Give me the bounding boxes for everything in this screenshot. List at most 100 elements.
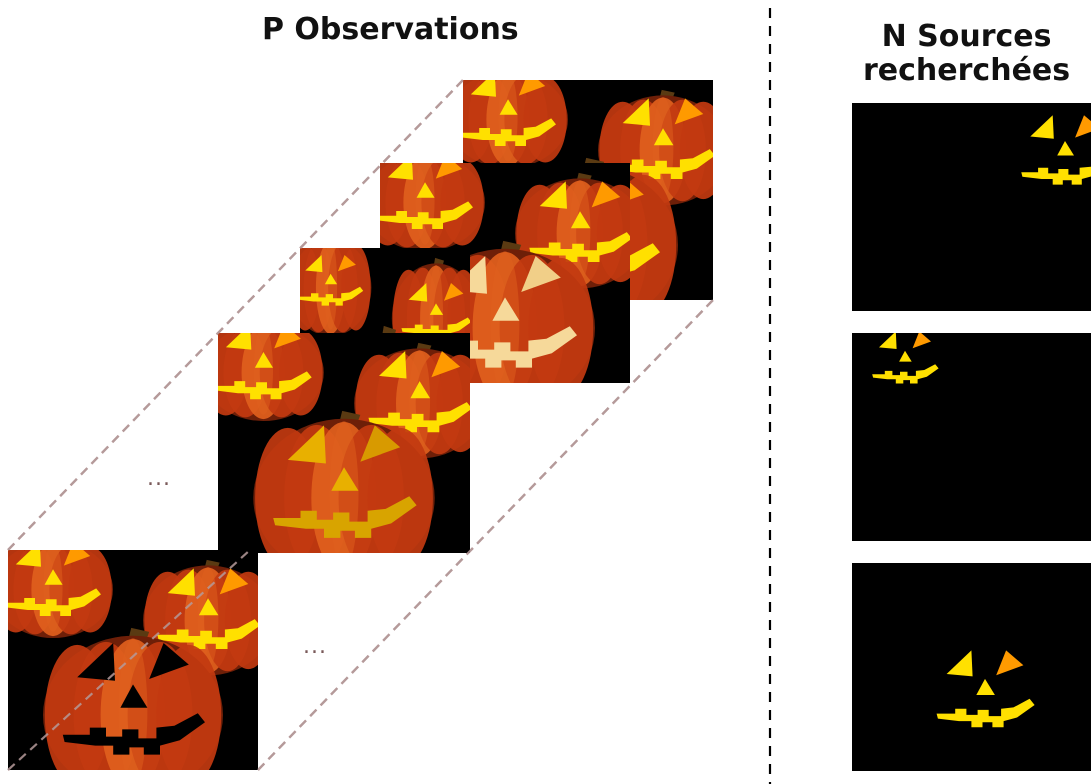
pumpkin-highlight (415, 163, 435, 245)
pumpkin-stem (259, 333, 270, 334)
left-eye (622, 98, 650, 126)
left-eye (408, 283, 428, 302)
right-eye (674, 98, 704, 125)
pumpkin-face (157, 568, 258, 649)
pumpkin-lobe (440, 163, 484, 246)
nose (324, 273, 338, 285)
left-eye (167, 568, 195, 596)
right-eye (337, 255, 356, 272)
observations-title: P Observations (262, 12, 519, 47)
observation-frame-1 (8, 550, 258, 770)
nose (44, 569, 63, 585)
left-eye (305, 255, 323, 273)
isolated-face (936, 650, 1035, 728)
mouth (62, 713, 205, 755)
source-panel-3 (852, 563, 1091, 771)
pumpkin-highlight (498, 80, 518, 162)
ellipsis-upper: ... (147, 466, 171, 491)
left-eye (879, 333, 897, 349)
right-eye (521, 256, 561, 292)
pumpkin-face (529, 181, 630, 262)
frame-content (8, 550, 258, 770)
guide-line-overlay-2 (7, 549, 251, 771)
pumpkin-lobe (224, 571, 258, 670)
nose (1057, 141, 1074, 156)
pumpkin-face (300, 255, 364, 306)
pumpkin-highlight (329, 421, 359, 553)
left-eye (225, 333, 252, 350)
nose (570, 211, 591, 229)
pumpkin-lobe (679, 101, 713, 200)
ellipsis-lower: ... (303, 634, 327, 659)
pumpkin-face (62, 643, 205, 755)
right-eye (431, 351, 461, 378)
right-eye (591, 181, 621, 208)
left-eye (287, 425, 326, 464)
mouth (273, 496, 417, 538)
right-eye (912, 333, 931, 349)
nose (429, 303, 444, 315)
pumpkin-lobe (279, 333, 323, 416)
right-eye (1075, 115, 1091, 138)
pumpkin-stem (49, 550, 60, 551)
mouth (463, 118, 556, 146)
source-panel-background (852, 333, 1091, 541)
pumpkin-stem (328, 248, 335, 249)
right-eye (360, 425, 401, 462)
left-eye (470, 80, 496, 97)
pumpkin-face (380, 163, 473, 229)
nose (416, 182, 435, 198)
pumpkin-highlight (118, 638, 148, 770)
mouth (157, 619, 258, 649)
right-eye (219, 568, 249, 595)
source-panel-content (872, 333, 939, 384)
mouth (529, 232, 630, 262)
pumpkin-face (368, 351, 470, 433)
pumpkin-right (143, 559, 258, 676)
pumpkin-main (43, 627, 223, 770)
left-eye (77, 643, 115, 681)
left-eye (539, 181, 567, 209)
mouth (1021, 166, 1091, 185)
source-panel-content (936, 650, 1035, 728)
mouth (368, 402, 470, 433)
pumpkin-lobe (523, 80, 567, 163)
source-panel-background (852, 103, 1091, 311)
pumpkin-lobe (596, 184, 630, 283)
pumpkin-highlight (490, 251, 520, 383)
sources-title: N Sources recherchées (863, 20, 1070, 88)
mouth (300, 286, 364, 306)
source-panel-2 (852, 333, 1091, 541)
right-eye (996, 650, 1024, 676)
pumpkin-right (354, 342, 470, 459)
sources-title-line-2: recherchées (863, 53, 1071, 88)
pumpkin-small (8, 550, 113, 638)
pumpkin-small (218, 333, 324, 421)
sources-title-line-1: N Sources (881, 19, 1052, 54)
guide-line-overlay-3 (257, 299, 714, 771)
nose (198, 598, 219, 616)
right-eye (63, 550, 91, 566)
pumpkin-small (300, 248, 372, 336)
pumpkin-lobe (436, 354, 470, 453)
isolated-face (872, 333, 939, 384)
source-panel-content (1021, 115, 1091, 185)
source-panel-1 (852, 103, 1091, 311)
pumpkin-face (401, 283, 470, 338)
pumpkin-face (273, 425, 417, 538)
pumpkin-face (8, 550, 101, 616)
right-eye (274, 333, 301, 349)
pumpkin-small (380, 163, 485, 251)
mouth (434, 326, 577, 368)
left-eye (379, 351, 407, 379)
nose (254, 352, 273, 368)
left-eye (1030, 115, 1054, 139)
nose (653, 128, 674, 146)
pumpkin-stem (421, 163, 432, 164)
pumpkin-highlight (43, 550, 63, 632)
pumpkin-face (463, 80, 556, 146)
isolated-face (1021, 115, 1091, 185)
mouth (8, 588, 101, 616)
